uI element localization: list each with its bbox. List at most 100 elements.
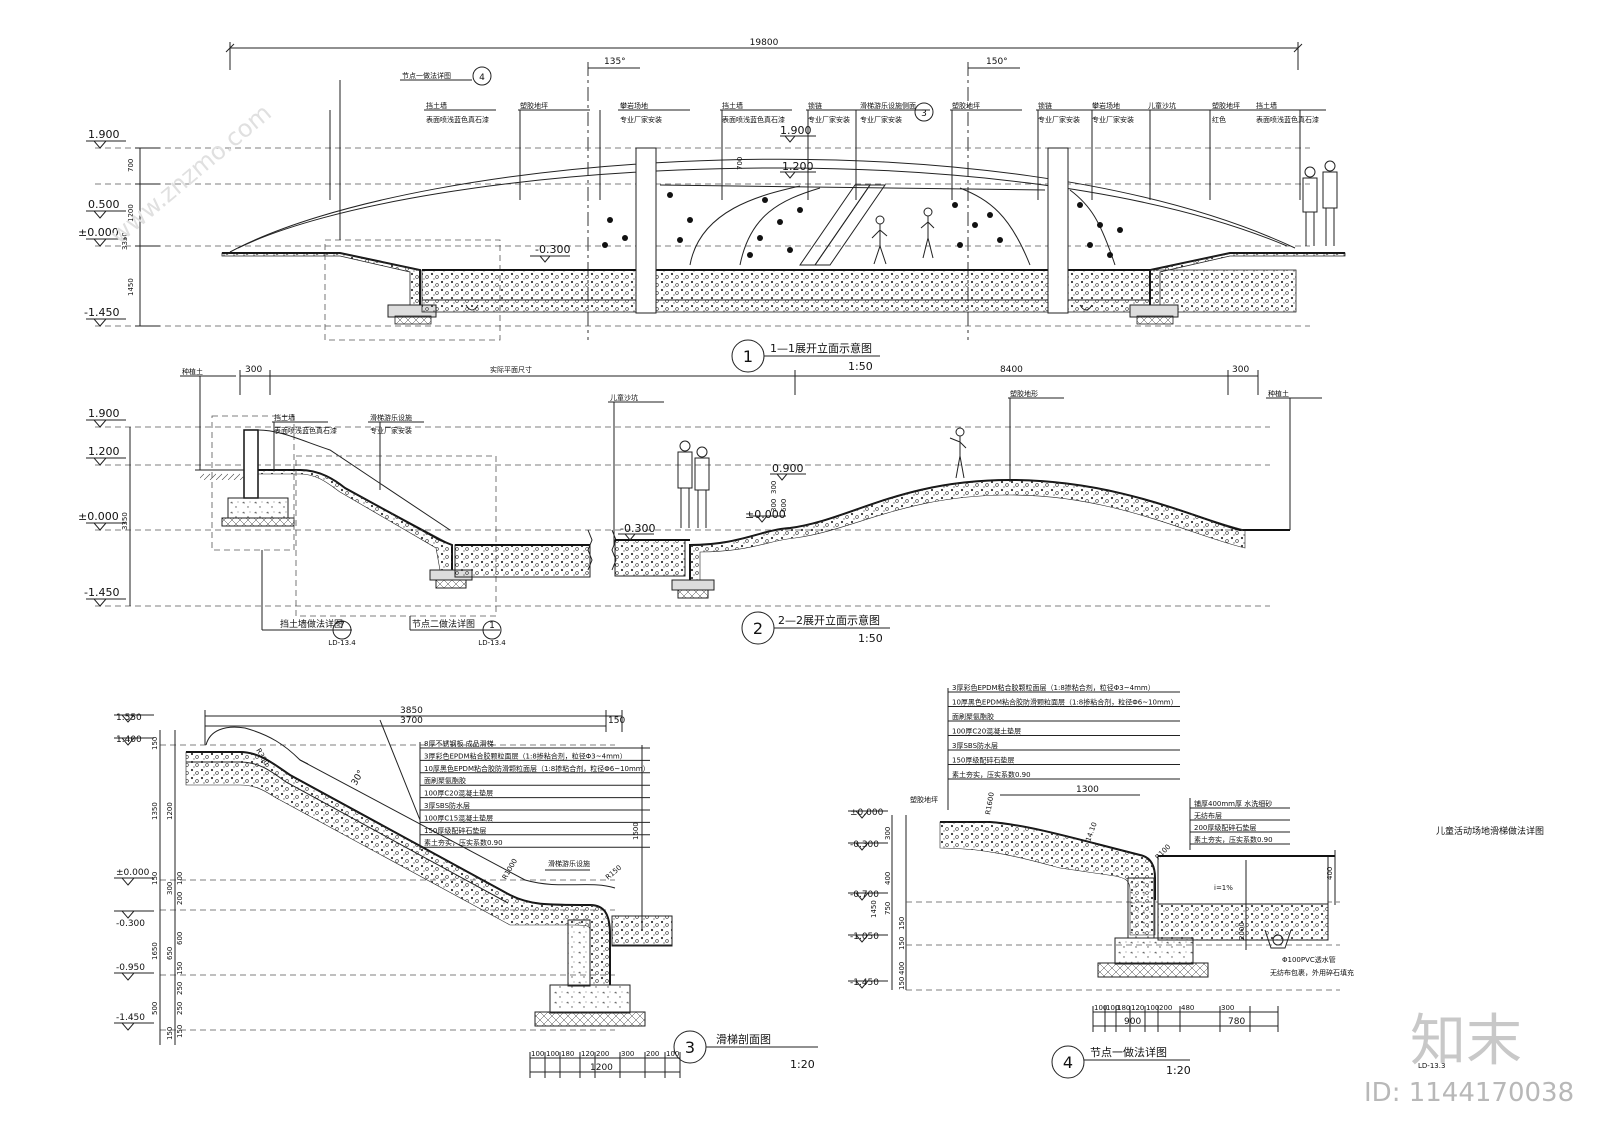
s4-surface-label: 塑胶地坪 — [910, 795, 938, 804]
s2-elev-1200: 1.200 — [88, 445, 120, 458]
section-2-elevation: 300 实际平面尺寸 8400 300 1.900 1.200 ±0.000 -… — [78, 365, 1322, 647]
s4-rd-2000: 2000 — [1238, 922, 1246, 940]
s3-layer-8: 素土夯实，压实系数0.90 — [424, 838, 503, 847]
watermark-id: ID: 1144170038 — [1364, 1078, 1575, 1108]
s4-layer-6: 素土夯实，压实系数0.90 — [952, 770, 1031, 779]
callout-num-1: 1 — [489, 621, 495, 631]
s2-dim-300a: 300 — [245, 365, 262, 375]
s4-slope-dim: 14.10 — [1084, 821, 1098, 843]
s1-label-10-line1: 儿童沙坑 — [1148, 101, 1176, 110]
vdim-1450: 1450 — [127, 278, 135, 296]
s3-elev-n0950: -0.950 — [116, 963, 145, 973]
s3-layer-0: 8厚不锈钢板 成品滑梯 — [424, 739, 494, 748]
s3-vi-200: 200 — [176, 892, 184, 905]
s3-vo-500: 500 — [151, 1002, 159, 1015]
section3-number: 3 — [685, 1038, 695, 1057]
s4-bd-7: 300 — [1221, 1004, 1234, 1012]
s4-vd-750: 750 — [884, 902, 892, 915]
s3-layer-3: 面刷聚氨酯胶 — [424, 776, 466, 785]
s1-label-5-line2: 专业厂家安装 — [808, 115, 850, 124]
s3-elevations: 1.550 1.400 ±0.000 -0.300 -0.950 -1.450 … — [114, 713, 615, 1045]
human-figures — [871, 160, 1338, 265]
s2-vdim-600: 600 — [780, 499, 788, 512]
s4-bd-1: 100 — [1106, 1004, 1119, 1012]
s4-elev-n0300: -0.300 — [850, 840, 879, 850]
s1-label-1-line2: 表面喷浅蓝色真石漆 — [426, 115, 489, 124]
s2-label-2-line2: 专业厂家安装 — [370, 426, 412, 435]
s3-bd-1: 100 — [546, 1050, 559, 1058]
section3-scale: 1:20 — [790, 1058, 815, 1071]
s3-r150: R150 — [604, 864, 623, 882]
s4-elev-n1050: -1.050 — [850, 932, 879, 942]
s2-label-4-line1: 塑胶地形 — [1010, 389, 1038, 398]
s3-vo-1650: 1650 — [151, 942, 159, 960]
s3-bd-0: 100 — [531, 1050, 544, 1058]
s2-elev-1900: 1.900 — [88, 407, 120, 420]
s4-elev-0000: ±0.000 — [850, 808, 884, 818]
elev-0000: ±0.000 — [78, 226, 119, 239]
s3-dim-150: 150 — [608, 716, 625, 726]
callout-node2: 节点二做法详图 — [412, 618, 475, 630]
s4-slope: i=1% — [1214, 884, 1233, 892]
s3-bd-2: 180 — [561, 1050, 574, 1058]
s1-label-0-line1: 节点一做法详图 — [402, 71, 451, 80]
section2-number: 2 — [753, 619, 763, 638]
s4-dim-1300: 1300 — [1076, 785, 1099, 795]
watermark-brand: 知末 — [1410, 1009, 1522, 1074]
s1-label-6-line1: 滑梯游乐设施侧面 — [860, 101, 916, 110]
section3-title: 滑梯剖面图 — [716, 1032, 771, 1046]
section-4-node-detail: ±0.000 -0.300 -0.700 -1.050 -1.450 300 4… — [848, 683, 1354, 1079]
callout-sheet-a: LD-13.4 — [328, 639, 356, 647]
s1-label-12-line2: 表面喷浅蓝色真石漆 — [1256, 115, 1319, 124]
s3-elev-n1450: -1.450 — [116, 1013, 145, 1023]
s3-layer-7: 150厚级配碎石垫层 — [424, 826, 486, 835]
section4-number: 4 — [1063, 1053, 1073, 1072]
dim-19800: 19800 — [750, 38, 779, 48]
s4-vd-300: 300 — [884, 827, 892, 840]
s1-label-8-line2: 专业厂家安装 — [1038, 115, 1080, 124]
s1-label-4-line2: 表面喷浅蓝色真石漆 — [722, 115, 785, 124]
section2-leader-labels: 种植土挡土墙表面喷浅蓝色真石漆滑梯游乐设施专业厂家安装儿童沙坑塑胶地形种植土 — [180, 367, 1322, 545]
s3-elev-0000: ±0.000 — [116, 868, 150, 878]
s4-r1600: R1600 — [984, 792, 996, 816]
s4-bd-2: 180 — [1117, 1004, 1130, 1012]
elev-n1450: -1.450 — [84, 306, 119, 319]
callout-num-7: 7 — [339, 621, 345, 631]
s3-layer-1: 3厚彩色EPDM粘合胶颗粒面层（1:8掺粘合剂，粒径Φ3~4mm） — [424, 751, 627, 760]
s3-bd-7: 100 — [666, 1050, 679, 1058]
vdim-1200: 1200 — [127, 204, 135, 222]
s3-layer-4: 100厚C20混凝土垫层 — [424, 789, 493, 798]
angle-150: 150° — [986, 57, 1008, 67]
climbing-holds — [602, 192, 1123, 258]
s3-vi-250b: 250 — [176, 1002, 184, 1015]
s4-bt-1: 780 — [1228, 1017, 1245, 1027]
s2-elev-0000: ±0.000 — [78, 510, 119, 523]
s1-label-9-line2: 专业厂家安装 — [1092, 115, 1134, 124]
s1-label-3-line1: 攀岩场地 — [620, 101, 648, 110]
s2-label-3-line1: 儿童沙坑 — [610, 393, 638, 402]
section4-scale: 1:20 — [1166, 1064, 1191, 1077]
section-1-elevation: 19800 135° 150° 1.900 0.500 ±0.000 -1.45… — [78, 38, 1346, 373]
s3-bottom-total: 1200 — [590, 1063, 613, 1073]
s1-label-11-line1: 塑胶地坪 — [1212, 101, 1240, 110]
s2-callouts: 挡土墙做法详图 7 LD-13.4 节点二做法详图 1 LD-13.4 — [261, 550, 506, 647]
s3-elev-n0300: -0.300 — [116, 919, 145, 929]
s1-label-11-line2: 红色 — [1212, 115, 1226, 124]
sheet-title: 儿童活动场地滑梯做法详图 — [1436, 825, 1544, 837]
s4-layer-3: 100厚C20混凝土垫层 — [952, 727, 1021, 736]
s4-bt-0: 900 — [1124, 1017, 1141, 1027]
inner-elev-n0300: -0.300 — [535, 243, 570, 256]
s3-vo-150b: 150 — [151, 872, 159, 885]
section1-leader-labels: 节点一做法详图挡土墙表面喷浅蓝色真石漆塑胶地坪攀岩场地专业厂家安装挡土墙表面喷浅… — [329, 71, 1326, 240]
s4-sand-3: 素土夯实，压实系数0.90 — [1194, 835, 1273, 844]
s4-elev-n0700: -0.700 — [850, 890, 879, 900]
s3-r1000: R1000 — [501, 857, 519, 881]
s2-human-figures — [677, 427, 967, 528]
section2-scale: 1:50 — [858, 632, 883, 645]
s1-label-8-line1: 锁链 — [1038, 101, 1052, 110]
s3-vi-600: 600 — [176, 932, 184, 945]
s1-label-7-line1: 塑胶地坪 — [952, 101, 980, 110]
s1-label-9-line1: 攀岩场地 — [1092, 101, 1120, 110]
